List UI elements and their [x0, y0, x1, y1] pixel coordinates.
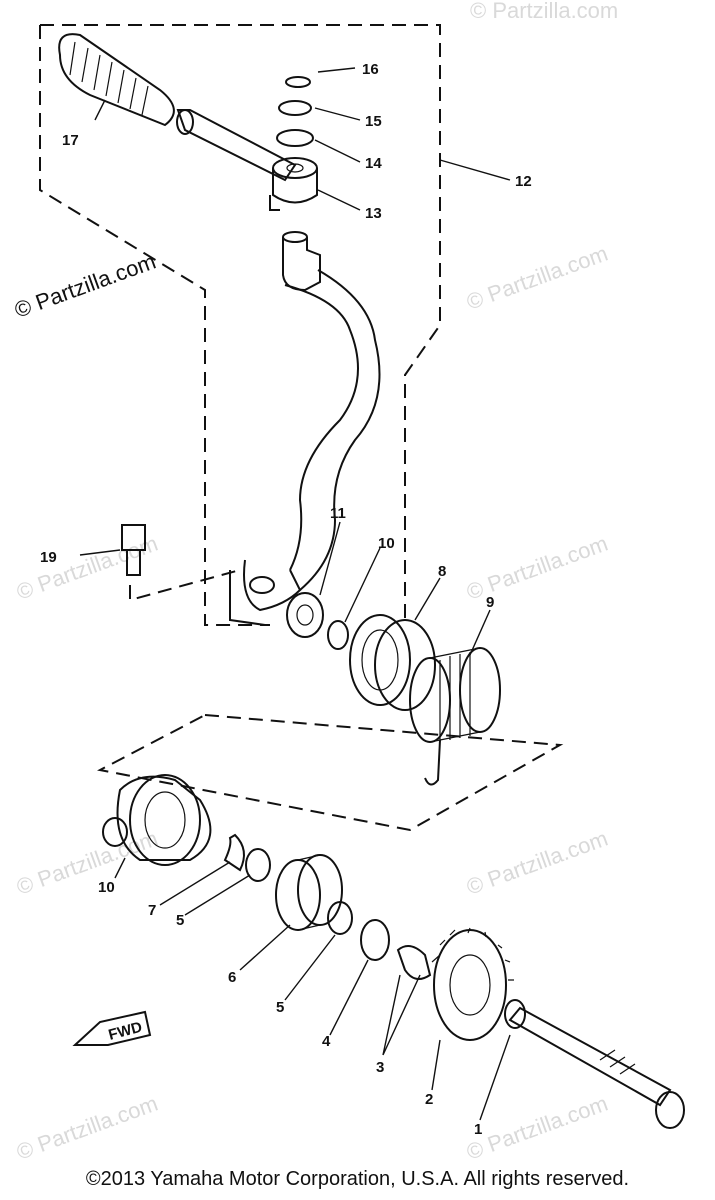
bolt-19	[121, 524, 241, 602]
watermark: © Partzilla.com	[13, 1091, 161, 1165]
part-label: 10	[378, 535, 395, 552]
fwd-arrow-icon: FWD	[72, 1010, 152, 1046]
part-label: 11	[330, 505, 346, 522]
watermark: © Partzilla.com	[463, 241, 611, 315]
clip-11	[327, 620, 349, 650]
kick-arm	[176, 109, 297, 182]
kick-gear-2	[431, 927, 514, 1041]
part-label: 13	[365, 205, 382, 222]
watermark: © Partzilla.com	[13, 826, 161, 900]
watermark: © Partzilla.com	[463, 1091, 611, 1165]
part-label: 9	[486, 594, 494, 611]
clip-7	[223, 833, 245, 872]
part-label: 2	[425, 1091, 433, 1108]
kick-crank	[229, 231, 381, 626]
circlip-5b	[327, 901, 353, 935]
washer-15	[276, 129, 314, 147]
spring-guide-8	[349, 614, 436, 711]
copyright-notice: ©2013 Yamaha Motor Corporation, U.S.A. A…	[85, 1168, 630, 1190]
washer-16	[278, 100, 312, 116]
part-label: 4	[322, 1033, 331, 1050]
circlip-5a	[245, 848, 271, 882]
watermark: © Partzilla.com	[463, 826, 611, 900]
part-label: 5	[276, 999, 284, 1016]
spring-3	[396, 945, 432, 980]
housing-10	[102, 774, 212, 866]
assembly-boundary-lower	[97, 713, 564, 832]
part-label: 1	[474, 1121, 482, 1138]
kick-axle-1	[504, 999, 685, 1129]
part-label: 19	[40, 549, 57, 566]
kick-grip	[58, 33, 175, 127]
part-label: 16	[362, 61, 379, 78]
part-label: 12	[515, 173, 532, 190]
part-label: 14	[365, 155, 382, 172]
part-label: 3	[376, 1059, 384, 1076]
part-label: 17	[62, 132, 79, 149]
part-label: 5	[176, 912, 184, 929]
watermark: © Partzilla.com	[13, 531, 161, 605]
pivot-boss	[269, 157, 318, 211]
part-label: 15	[365, 113, 382, 130]
part-label: 10	[98, 879, 115, 896]
part-label: 7	[148, 902, 156, 919]
watermark: © Partzilla.com	[11, 249, 159, 323]
ratchet-6	[275, 854, 343, 931]
washer-12	[286, 592, 324, 638]
part-label: 6	[228, 969, 236, 986]
watermark: © Partzilla.com	[470, 0, 618, 23]
washer-4	[360, 919, 390, 961]
clip-17	[285, 76, 311, 88]
assembly-boundary	[39, 24, 441, 626]
return-spring-9	[409, 647, 501, 786]
part-label: 8	[438, 563, 446, 580]
